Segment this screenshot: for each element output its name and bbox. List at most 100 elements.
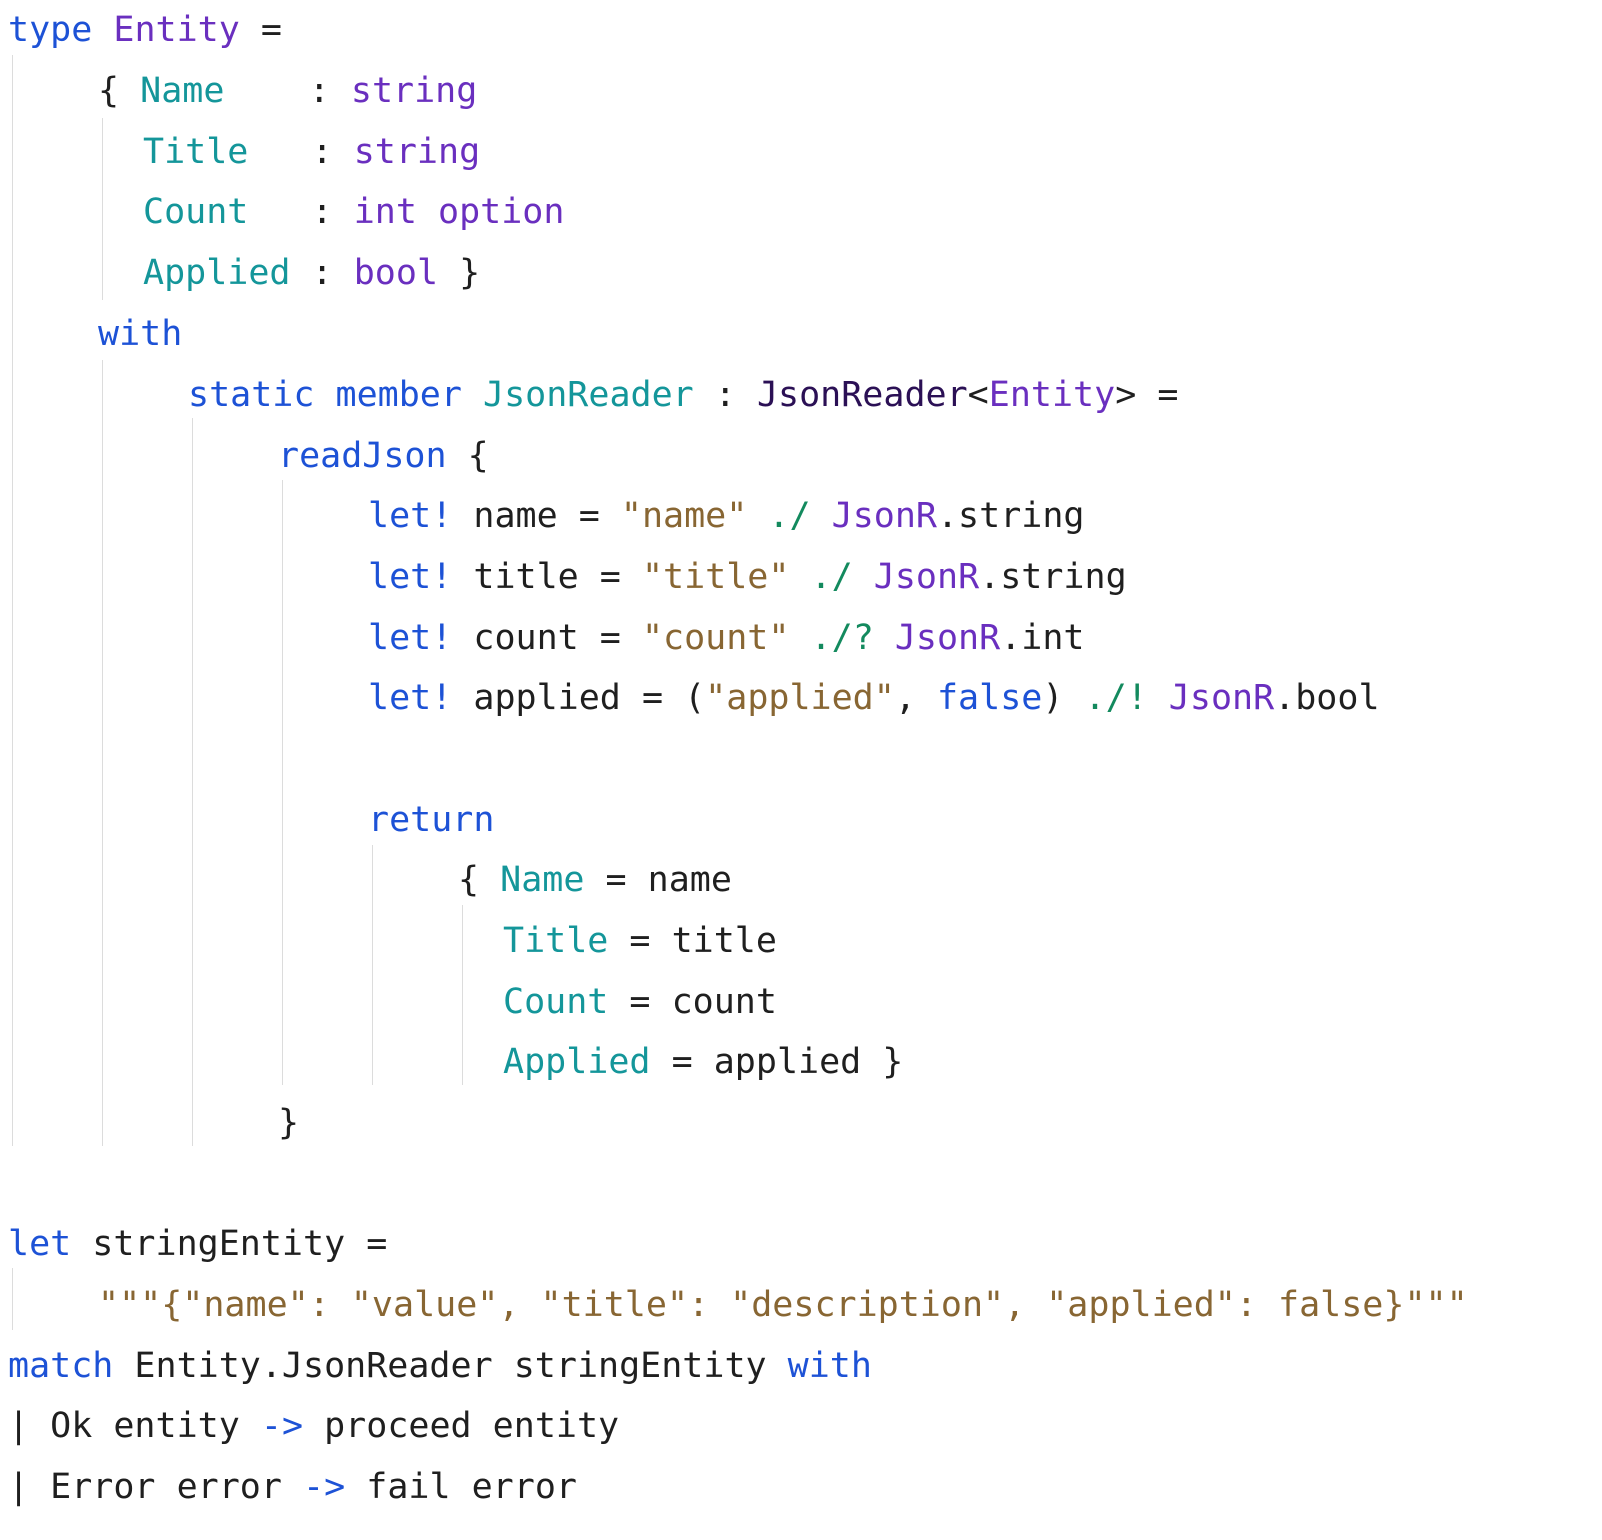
code-line[interactable]: let! title = "title" ./ JsonR.string bbox=[368, 547, 1127, 608]
code-line[interactable]: { Name : string bbox=[98, 61, 477, 122]
code-token: ./ bbox=[768, 496, 811, 536]
code-token: Entity bbox=[988, 375, 1116, 415]
code-token: { bbox=[458, 860, 501, 900]
code-token: : bbox=[693, 375, 757, 415]
code-token: : bbox=[248, 132, 354, 172]
code-token: { bbox=[98, 71, 141, 111]
code-line[interactable]: let stringEntity = bbox=[8, 1214, 387, 1275]
code-token: fail error bbox=[345, 1467, 577, 1507]
code-token: { bbox=[446, 436, 489, 476]
code-token: with bbox=[787, 1346, 872, 1386]
code-line[interactable]: type Entity = bbox=[8, 0, 282, 61]
code-token: JsonReader bbox=[483, 375, 694, 415]
code-token: match bbox=[8, 1346, 114, 1386]
code-token: false bbox=[936, 678, 1043, 718]
code-token: bool bbox=[353, 253, 439, 293]
code-token bbox=[747, 496, 768, 536]
code-token: = bbox=[239, 10, 282, 50]
code-token: Entity.JsonReader stringEntity bbox=[113, 1346, 788, 1386]
code-token: } bbox=[438, 253, 481, 293]
code-token: applied = ( bbox=[452, 678, 706, 718]
code-line[interactable]: Title = title bbox=[503, 911, 777, 972]
code-line[interactable]: Title : string bbox=[143, 122, 480, 183]
code-token: : bbox=[248, 192, 354, 232]
code-token: .string bbox=[979, 557, 1127, 597]
code-token: > = bbox=[1115, 375, 1179, 415]
code-line[interactable]: | Error error -> fail error bbox=[8, 1457, 577, 1518]
code-token: Applied bbox=[503, 1042, 651, 1082]
code-token: count = bbox=[452, 618, 642, 658]
code-token: } bbox=[278, 1103, 300, 1143]
code-token: .string bbox=[936, 496, 1085, 536]
code-token bbox=[811, 496, 832, 536]
code-token: = applied } bbox=[650, 1042, 904, 1082]
code-token: Title bbox=[503, 921, 609, 961]
code-token: Name bbox=[500, 860, 585, 900]
code-token bbox=[462, 375, 483, 415]
code-token: let! bbox=[368, 678, 453, 718]
code-line[interactable]: { Name = name bbox=[458, 850, 732, 911]
code-token: proceed entity bbox=[303, 1406, 620, 1446]
code-line[interactable]: Count : int option bbox=[143, 182, 564, 243]
code-token: | Error error bbox=[8, 1467, 304, 1507]
code-line[interactable]: static member JsonReader : JsonReader<En… bbox=[188, 365, 1178, 426]
code-line[interactable]: let! applied = ("applied", false) ./! Js… bbox=[368, 668, 1380, 729]
code-token: with bbox=[98, 314, 183, 354]
code-line[interactable]: let! count = "count" ./? JsonR.int bbox=[368, 608, 1085, 669]
code-line[interactable]: } bbox=[278, 1093, 299, 1154]
code-token: JsonR bbox=[1168, 678, 1275, 718]
code-token: "title" bbox=[641, 557, 790, 597]
indent-guide bbox=[192, 418, 193, 1146]
code-token: Count bbox=[143, 192, 249, 232]
code-token: ./! bbox=[1084, 678, 1148, 718]
code-token: int option bbox=[353, 192, 565, 232]
code-token bbox=[1148, 678, 1169, 718]
code-token: Title bbox=[143, 132, 249, 172]
code-token: let! bbox=[368, 557, 453, 597]
code-token: Applied bbox=[143, 253, 291, 293]
code-token: stringEntity = bbox=[71, 1224, 388, 1264]
code-line[interactable]: let! name = "name" ./ JsonR.string bbox=[368, 486, 1085, 547]
code-token bbox=[874, 618, 895, 658]
code-token: : bbox=[224, 71, 351, 111]
code-token: Name bbox=[140, 71, 225, 111]
code-token: let bbox=[8, 1224, 72, 1264]
code-token: -> bbox=[303, 1467, 346, 1507]
code-line[interactable]: | Ok entity -> proceed entity bbox=[8, 1396, 619, 1457]
indent-guide bbox=[102, 118, 103, 300]
code-token: JsonR bbox=[894, 618, 1001, 658]
code-token: -> bbox=[260, 1406, 304, 1446]
indent-guide bbox=[12, 55, 13, 1146]
code-token bbox=[92, 10, 113, 50]
code-token: "count" bbox=[641, 618, 790, 658]
code-token: string bbox=[350, 71, 478, 111]
code-token: ./ bbox=[810, 557, 853, 597]
indent-guide bbox=[12, 1268, 13, 1330]
indent-guide bbox=[372, 845, 373, 1085]
code-line[interactable]: """{"name": "value", "title": "descripti… bbox=[98, 1275, 1468, 1336]
code-token: JsonR bbox=[831, 496, 937, 536]
code-token: , bbox=[894, 678, 937, 718]
code-line[interactable]: Applied = applied } bbox=[503, 1032, 903, 1093]
code-token: "name" bbox=[620, 496, 748, 536]
code-token: return bbox=[368, 800, 495, 840]
code-token: : bbox=[290, 253, 354, 293]
code-token bbox=[789, 557, 810, 597]
code-token: "applied" bbox=[705, 678, 895, 718]
code-token: title = bbox=[452, 557, 642, 597]
code-token: JsonR bbox=[873, 557, 980, 597]
code-line[interactable]: Count = count bbox=[503, 972, 777, 1033]
code-line[interactable]: Applied : bool } bbox=[143, 243, 480, 304]
code-token: """{"name": "value", "title": "descripti… bbox=[98, 1285, 1468, 1325]
code-line[interactable]: return bbox=[368, 790, 494, 851]
code-token: name = bbox=[452, 496, 621, 536]
code-line[interactable]: match Entity.JsonReader stringEntity wit… bbox=[8, 1336, 872, 1397]
code-line[interactable]: readJson { bbox=[278, 426, 489, 487]
code-token: | Ok entity bbox=[8, 1406, 261, 1446]
indent-guide bbox=[282, 480, 283, 1085]
code-token: JsonReader bbox=[756, 375, 968, 415]
indent-guide bbox=[462, 905, 463, 1085]
code-token: Entity bbox=[113, 10, 240, 50]
code-line[interactable]: with bbox=[98, 304, 182, 365]
